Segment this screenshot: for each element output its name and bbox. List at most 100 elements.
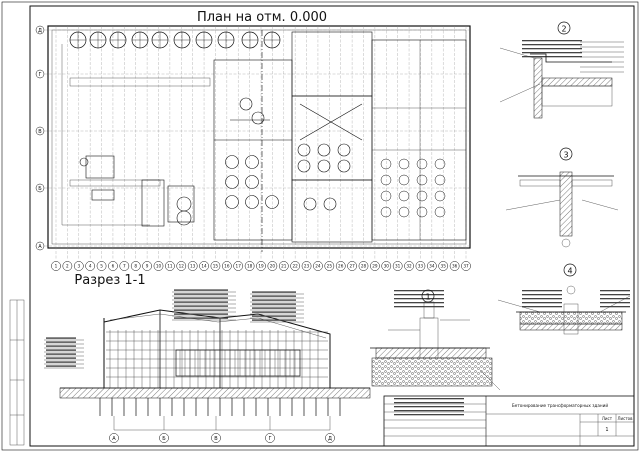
node-2-leaders: [580, 41, 624, 73]
tank: [380, 174, 392, 186]
tank: [416, 174, 428, 186]
col-axis-6: 6: [108, 261, 118, 271]
node-3-label: 3: [563, 151, 568, 160]
row-axis-В-text: В: [38, 129, 42, 135]
col-axis-17-text: 17: [236, 264, 242, 269]
tank: [225, 155, 239, 169]
col-axis-10: 10: [153, 261, 164, 271]
tank: [416, 158, 428, 170]
row-axis-Д: Д: [35, 25, 45, 35]
col-axis-25: 25: [324, 261, 335, 271]
col-axis-13-text: 13: [190, 264, 196, 269]
tank: [380, 158, 392, 170]
tank: [434, 206, 446, 218]
col-axis-25-text: 25: [327, 264, 333, 269]
col-axis-16: 16: [221, 261, 232, 271]
col-axis-12: 12: [176, 261, 187, 271]
col-axis-4: 4: [85, 261, 96, 271]
col-axis-8-text: 8: [134, 264, 137, 269]
tank: [251, 111, 265, 125]
detail-node-1: 1: [370, 289, 501, 391]
tank: [217, 31, 235, 49]
callout: [394, 290, 444, 308]
col-axis-23: 23: [301, 261, 312, 271]
tank: [297, 159, 311, 173]
col-axis-32: 32: [404, 261, 414, 271]
tank: [398, 190, 410, 202]
col-axis-36-text: 36: [452, 264, 458, 269]
col-axis-5-text: 5: [100, 264, 103, 269]
col-axis-8: 8: [130, 261, 141, 271]
inner-frame: [29, 5, 635, 447]
col-axis-21: 21: [278, 261, 289, 271]
col-axis-20: 20: [267, 261, 278, 271]
title-block: Бетонирование трансформаторных зданий Ли…: [383, 395, 635, 447]
col-axis-27: 27: [347, 261, 357, 271]
callout: [44, 337, 84, 369]
col-axis-35-text: 35: [441, 264, 447, 269]
col-axis-11: 11: [165, 261, 175, 271]
row-axis-А-text: А: [38, 244, 42, 250]
plan-grid: [40, 26, 470, 260]
col-axis-6-text: 6: [112, 264, 115, 269]
col-axis-32-text: 32: [406, 264, 412, 269]
section-axis-Б-text: Б: [162, 436, 166, 442]
col-axis-34-text: 34: [429, 264, 435, 269]
col-axis-7: 7: [119, 261, 130, 271]
node-4-label: 4: [567, 267, 572, 276]
tanks-right: [380, 158, 446, 218]
detail-node-3: 3: [505, 147, 619, 248]
tank: [239, 97, 253, 111]
row-axis-А: А: [35, 241, 45, 251]
sheet-label: Лист: [602, 416, 613, 421]
row-axis-Б: Б: [35, 183, 45, 193]
plan-title: План на отм. 0.000: [197, 10, 327, 25]
col-axis-16-text: 16: [224, 264, 230, 269]
col-axis-18-text: 18: [247, 264, 253, 269]
col-axis-2: 2: [62, 261, 73, 271]
col-axis-9: 9: [142, 261, 152, 271]
section-axis-В: В: [211, 433, 221, 443]
row-axis-Д-text: Д: [38, 28, 42, 34]
tank: [303, 197, 317, 211]
tank: [89, 31, 107, 49]
col-axis-5: 5: [96, 261, 107, 271]
col-axis-11-text: 11: [167, 264, 173, 269]
tank: [434, 158, 446, 170]
tank: [380, 206, 392, 218]
tank: [195, 31, 213, 49]
callout: [394, 398, 464, 416]
section-axis-А-text: А: [112, 436, 116, 442]
row-axis-Б-text: Б: [38, 186, 42, 192]
tank: [151, 31, 169, 49]
row-axis-Г: Г: [35, 69, 45, 79]
col-axis-24: 24: [313, 261, 323, 271]
col-axis-22-text: 22: [292, 264, 298, 269]
detail-node-4: 4: [497, 263, 631, 335]
col-axis-37: 37: [461, 261, 471, 271]
col-axis-4-text: 4: [89, 264, 92, 269]
section-axis-Д: Д: [325, 433, 335, 443]
col-axis-29-text: 29: [372, 264, 378, 269]
tank: [398, 174, 410, 186]
tank: [69, 31, 87, 49]
tank: [176, 196, 192, 212]
col-axis-28-text: 28: [361, 264, 367, 269]
section-callouts: [44, 40, 630, 416]
col-axis-30-text: 30: [384, 264, 390, 269]
col-axis-26: 26: [335, 261, 346, 271]
col-axis-31-text: 31: [395, 264, 401, 269]
col-axis-28: 28: [358, 261, 369, 271]
tank: [434, 190, 446, 202]
tank: [245, 155, 259, 169]
plan-row-axes: Д Г В Б А: [35, 25, 45, 251]
col-axis-31: 31: [392, 261, 403, 271]
tank: [241, 31, 259, 49]
tank: [173, 31, 191, 49]
col-axis-14: 14: [199, 261, 209, 271]
tank: [323, 197, 337, 211]
col-axis-3: 3: [73, 261, 84, 271]
col-axis-21-text: 21: [281, 264, 287, 269]
